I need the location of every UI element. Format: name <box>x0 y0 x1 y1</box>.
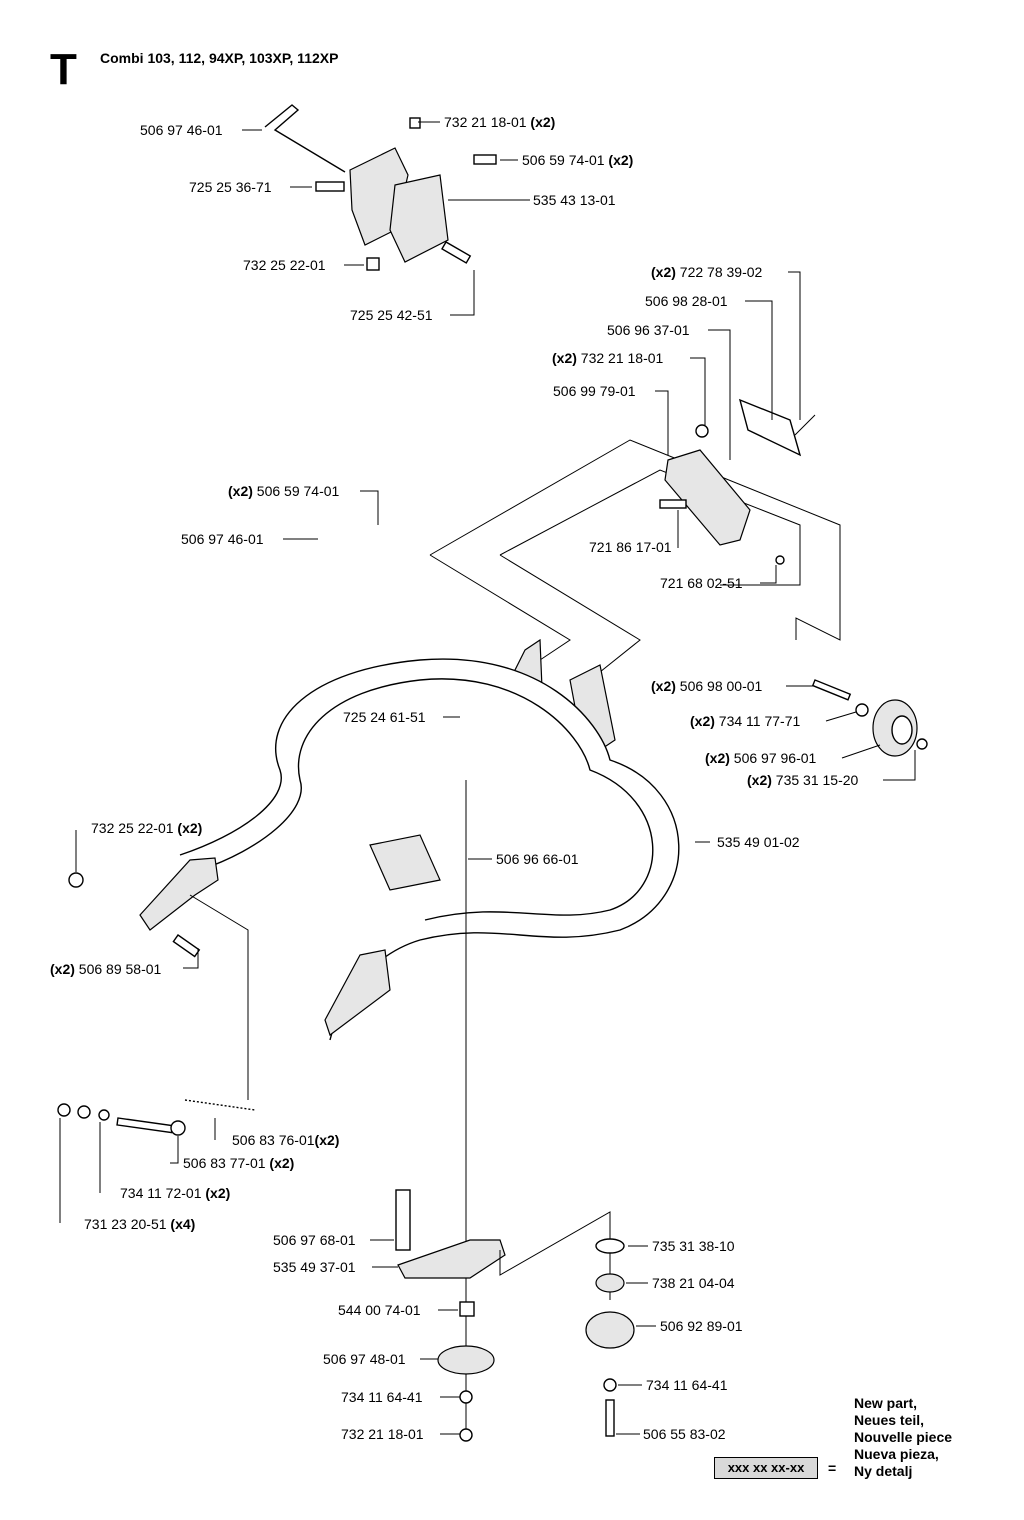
tension-arm-icon <box>397 1239 506 1279</box>
bottom-group <box>395 780 635 1442</box>
bushing-icon <box>459 1301 475 1317</box>
idler-pulley-icon <box>585 1311 635 1349</box>
part-label: 721 86 17-01 <box>589 539 672 555</box>
bolt-icon <box>315 181 345 192</box>
new-part-legend-box: xxx xx xx-xx <box>714 1457 818 1479</box>
washer-icon <box>459 1390 473 1404</box>
bearing-icon <box>595 1273 625 1293</box>
bolt-icon <box>659 499 687 509</box>
left-lever-group <box>57 857 256 1136</box>
washer-icon <box>855 703 869 717</box>
part-label: 725 25 42-51 <box>350 307 433 323</box>
legend-equals: = <box>828 1460 837 1476</box>
plate-icon <box>369 834 441 891</box>
part-label: 735 31 38-10 <box>652 1238 735 1254</box>
legend-line: Neues teil, <box>854 1412 925 1428</box>
frame-outline <box>429 439 841 641</box>
washer-icon <box>603 1378 617 1392</box>
nut-icon <box>695 424 709 438</box>
part-label: 535 49 37-01 <box>273 1259 356 1275</box>
part-label: (x2) 506 89 58-01 <box>50 961 162 977</box>
part-label: (x2) 732 21 18-01 <box>552 350 664 366</box>
plate-icon <box>738 398 802 457</box>
part-label: 506 98 28-01 <box>645 293 728 309</box>
part-label: 731 23 20-51 (x4) <box>84 1216 196 1232</box>
part-label: 506 99 79-01 <box>553 383 636 399</box>
legend-line: New part, <box>854 1395 918 1411</box>
section-letter: T <box>50 45 77 94</box>
sleeve-icon <box>664 449 751 546</box>
part-label: 506 97 46-01 <box>140 122 223 138</box>
part-label: 506 97 46-01 <box>181 531 264 547</box>
top-bracket-group <box>264 104 497 271</box>
wheel-group <box>811 679 928 757</box>
legend-line: Ny detalj <box>854 1463 913 1479</box>
rod-top-icon <box>264 104 346 173</box>
part-label: 506 83 77-01 (x2) <box>183 1155 295 1171</box>
diagram-title: Combi 103, 112, 94XP, 103XP, 112XP <box>100 50 339 66</box>
legend-line: Nueva pieza, <box>854 1446 939 1462</box>
washer-icon <box>98 1109 110 1121</box>
hinge-plate-icon <box>324 949 391 1036</box>
part-label: 506 92 89-01 <box>660 1318 743 1334</box>
part-label: 535 43 13-01 <box>533 192 616 208</box>
pin-icon <box>775 555 785 565</box>
nut-icon <box>409 117 421 129</box>
pulley-icon <box>437 1345 495 1375</box>
spring-icon <box>184 1099 256 1111</box>
part-label: (x2) 722 78 39-02 <box>651 264 763 280</box>
part-label: 506 96 37-01 <box>607 322 690 338</box>
part-label: 544 00 74-01 <box>338 1302 421 1318</box>
axle-icon <box>811 679 852 701</box>
part-label: 732 25 22-01 (x2) <box>91 820 203 836</box>
part-label: 506 59 74-01 (x2) <box>522 152 634 168</box>
nut-icon <box>459 1428 473 1442</box>
part-label: 506 97 68-01 <box>273 1232 356 1248</box>
part-label: 732 21 18-01 <box>341 1426 424 1442</box>
part-label: 725 24 61-51 <box>343 709 426 725</box>
legend-line: Nouvelle piece <box>854 1429 953 1445</box>
nut-icon <box>68 872 84 888</box>
part-label: 734 11 64-41 <box>646 1377 728 1393</box>
part-label: (x2) 506 97 96-01 <box>705 750 817 766</box>
part-label: (x2) 735 31 15-20 <box>747 772 859 788</box>
part-label: 732 25 22-01 <box>243 257 326 273</box>
bolt-icon <box>605 1399 615 1437</box>
bolt-icon <box>441 241 472 264</box>
part-label: 732 21 18-01 (x2) <box>444 114 556 130</box>
screw-icon <box>473 154 497 165</box>
spring-icon <box>395 1189 411 1251</box>
part-label: (x2) 506 98 00-01 <box>651 678 763 694</box>
part-label: 506 96 66-01 <box>496 851 579 867</box>
bolt-icon <box>172 934 201 958</box>
circlip-icon <box>595 1238 625 1254</box>
part-label: 721 68 02-51 <box>660 575 743 591</box>
washer-icon <box>57 1103 71 1117</box>
part-label: 734 11 72-01 (x2) <box>120 1185 231 1201</box>
bracket-right-icon <box>389 174 449 263</box>
part-label: 738 21 04-04 <box>652 1275 735 1291</box>
frame-group <box>179 439 841 1041</box>
washer-icon <box>77 1105 91 1119</box>
eye-bolt-icon <box>116 1117 174 1134</box>
lever-icon <box>139 857 219 931</box>
part-label: (x2) 506 59 74-01 <box>228 483 340 499</box>
part-label: 535 49 01-02 <box>717 834 800 850</box>
part-label: 506 55 83-02 <box>643 1426 726 1442</box>
part-label: (x2) 734 11 77-71 <box>690 713 801 729</box>
part-label: 506 97 48-01 <box>323 1351 406 1367</box>
leader-lines <box>59 121 916 1435</box>
nut-icon <box>366 257 380 271</box>
part-label: 725 25 36-71 <box>189 179 272 195</box>
right-top-group <box>659 398 816 565</box>
clip-icon <box>916 738 928 750</box>
part-label: 506 83 76-01(x2) <box>232 1132 340 1148</box>
part-label: 734 11 64-41 <box>341 1389 423 1405</box>
